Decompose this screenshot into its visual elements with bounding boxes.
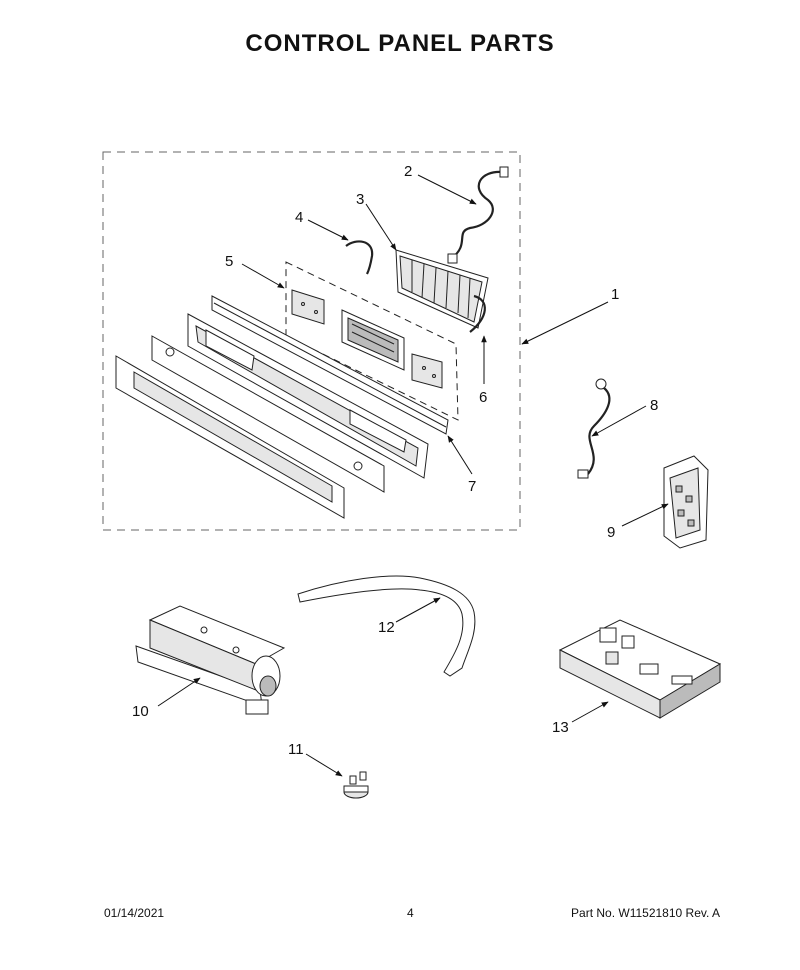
part-6-cable: [469, 294, 486, 333]
part-12-seal: [297, 575, 476, 677]
touch-panel: [151, 335, 385, 493]
callout-3: 3: [356, 191, 364, 208]
part-9-board: [663, 455, 709, 549]
leader-4: [307, 219, 349, 241]
part-3-bracket: [395, 249, 489, 329]
callout-1: 1: [611, 286, 619, 303]
leader-2: [417, 174, 477, 205]
callout-10: 10: [132, 703, 149, 720]
part-8-wire-harness: [577, 378, 611, 479]
display-module: [341, 309, 405, 371]
part-5-mounting-plate: [285, 261, 459, 421]
assembly-boundary: [102, 151, 521, 531]
leader-3: [365, 203, 397, 251]
callout-7: 7: [468, 478, 476, 495]
callout-5: 5: [225, 253, 233, 270]
part-2-wire-harness: [447, 166, 509, 264]
leader-10: [157, 677, 201, 707]
callout-8: 8: [650, 397, 658, 414]
callout-11: 11: [288, 741, 304, 758]
leader-1: [521, 301, 609, 345]
part-11-thermostat: [343, 771, 369, 799]
footer-page-number: 4: [407, 906, 414, 920]
glass-panel: [115, 355, 345, 519]
part-7-trim: [211, 295, 449, 435]
leader-8: [591, 405, 647, 437]
callout-2: 2: [404, 163, 412, 180]
footer-part-number: Part No. W11521810 Rev. A: [571, 906, 720, 920]
footer-date: 01/14/2021: [104, 906, 165, 920]
leader-13: [571, 701, 609, 723]
callout-12: 12: [378, 619, 395, 636]
leader-5: [241, 263, 285, 289]
callout-9: 9: [607, 524, 615, 541]
callout-13: 13: [552, 719, 569, 736]
leader-7: [447, 435, 473, 475]
leader-12: [395, 597, 441, 623]
page-title: CONTROL PANEL PARTS: [245, 30, 555, 57]
leader-11: [305, 753, 343, 777]
part-10-blower: [135, 605, 286, 715]
leader-9: [621, 503, 669, 527]
callout-6: 6: [479, 389, 487, 406]
part-4-cable: [345, 240, 374, 275]
part-13-main-board: [558, 619, 722, 719]
control-panel-frame: [187, 313, 429, 479]
callout-4: 4: [295, 209, 303, 226]
